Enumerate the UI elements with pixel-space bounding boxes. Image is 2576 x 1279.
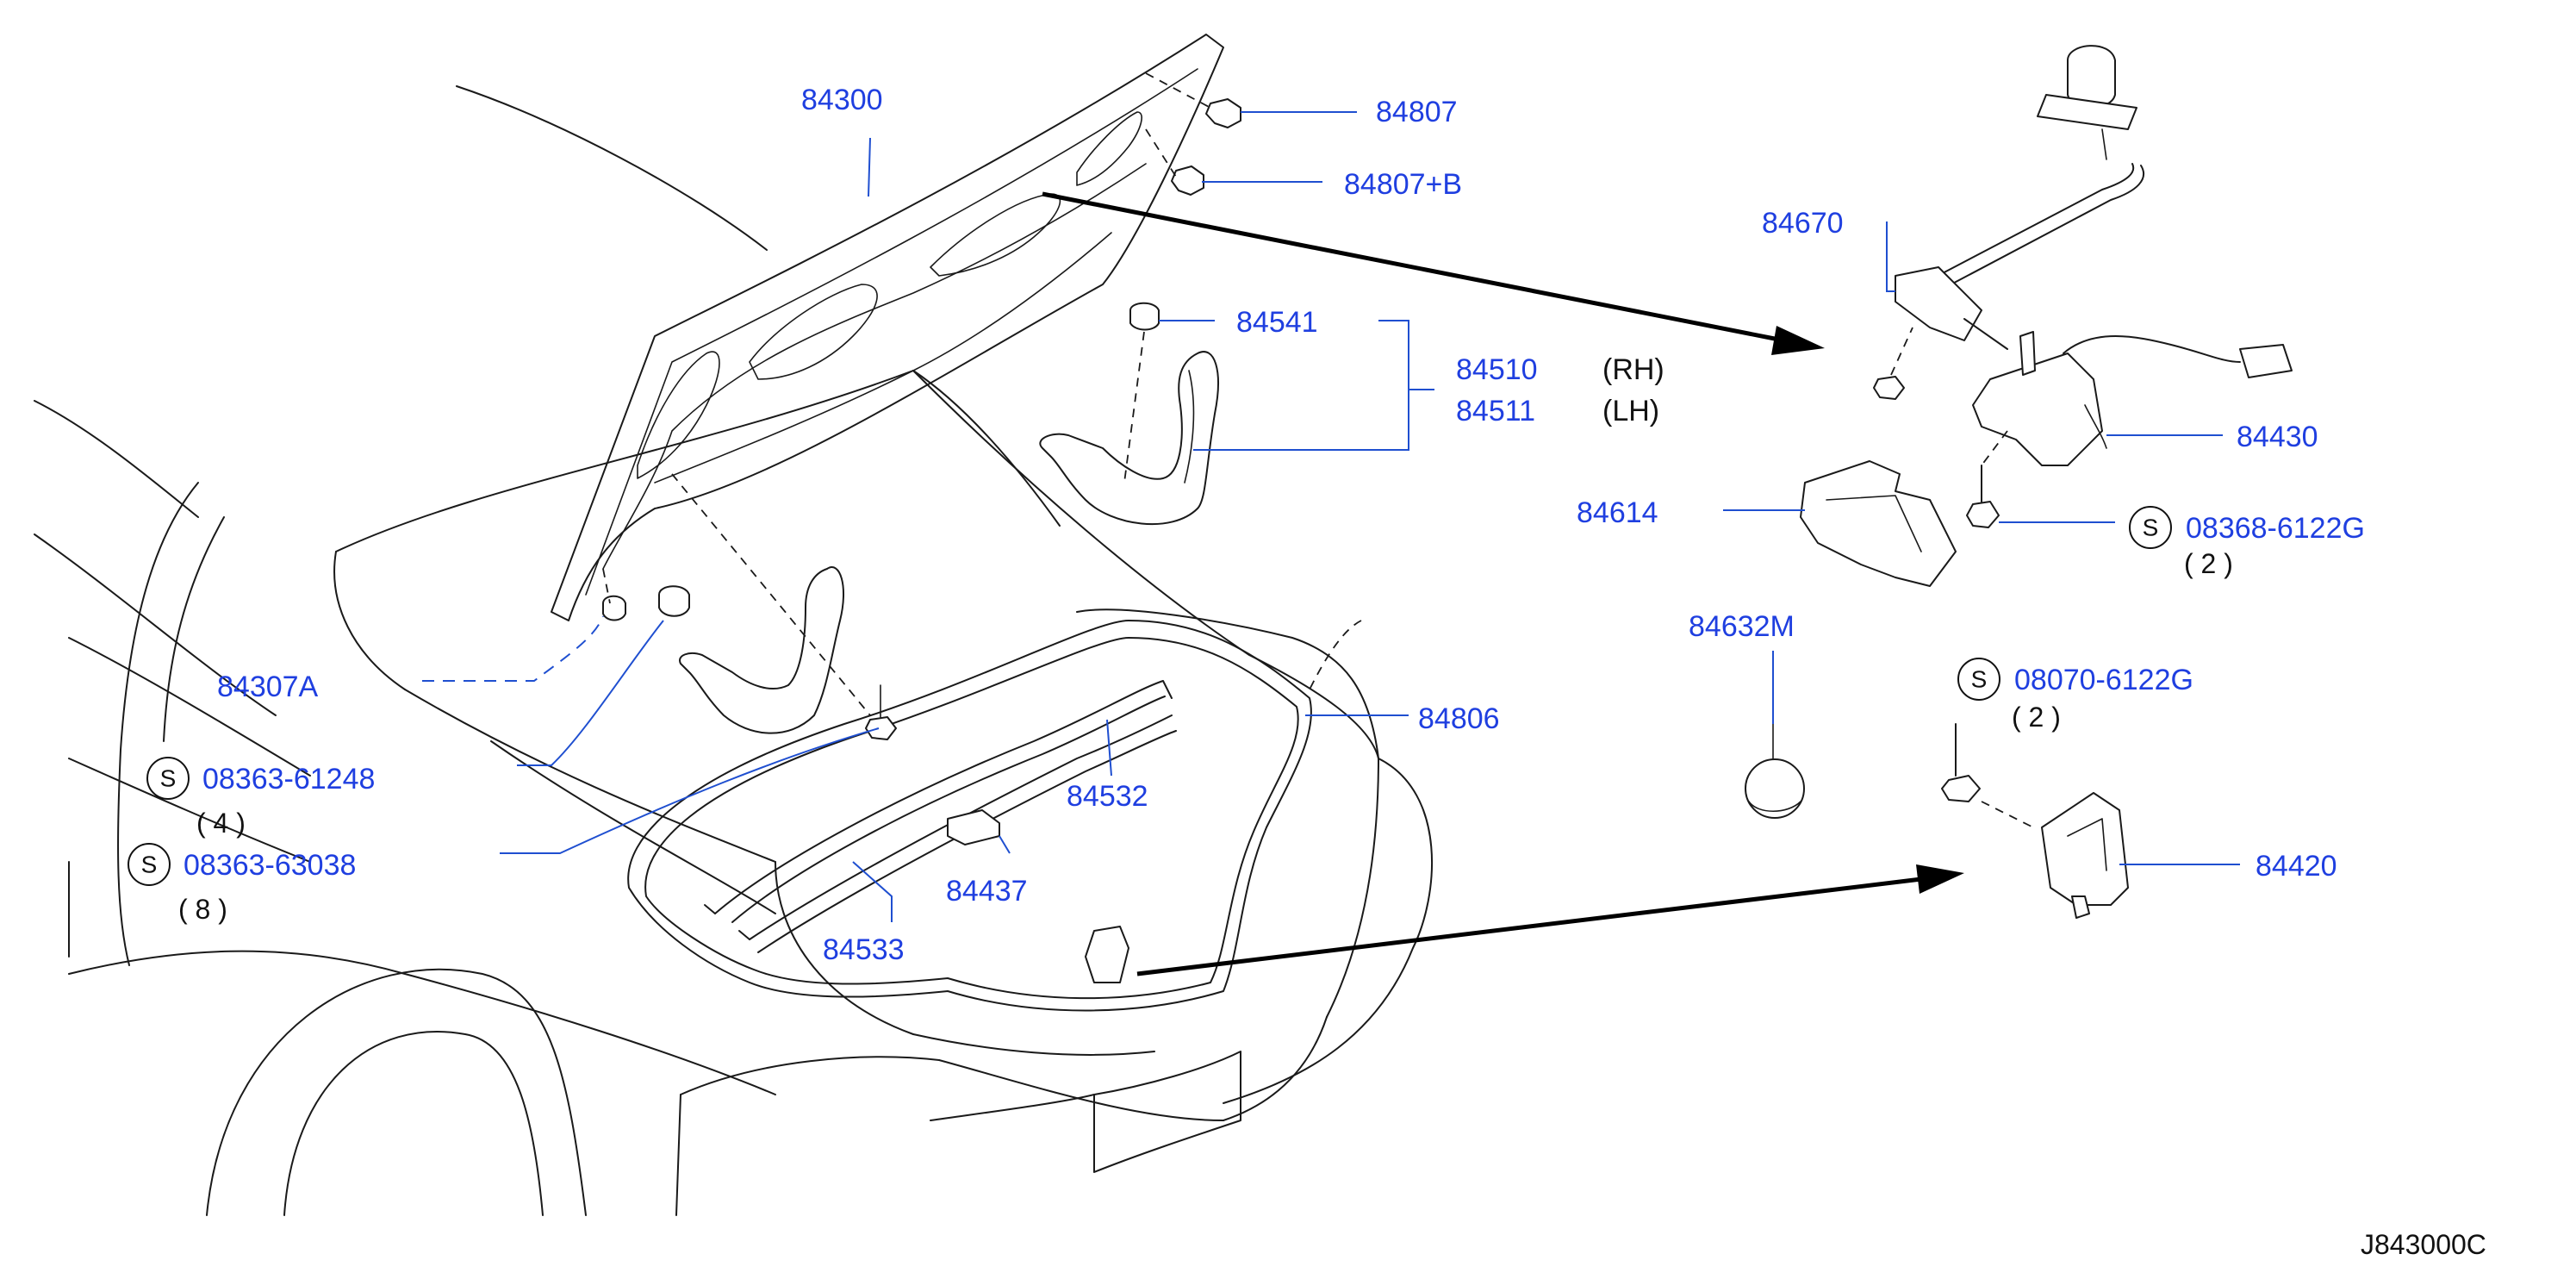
torsion-bar-84532: [704, 680, 1173, 923]
bolt-callout-08363-61248: S 08363-61248 ( 4 ): [146, 757, 375, 839]
torsion-bar-84533: [738, 714, 1177, 953]
callout-84300: 84300: [801, 84, 883, 116]
lock-cover: [1800, 460, 1957, 587]
bolt-callout-08070-6122g: S 08070-6122G ( 2 ): [1957, 658, 2193, 733]
leader-lines: [422, 111, 2240, 922]
callout-84511: 84511: [1456, 395, 1535, 427]
stopper-84541: [1129, 302, 1160, 331]
plug-84632m: [1745, 723, 1805, 819]
opener-rod: [1895, 163, 2145, 350]
clip-84307a: [602, 595, 626, 621]
trunk-striker: [2041, 792, 2129, 919]
striker-mount: [1085, 926, 1129, 983]
label-rh: (RH): [1602, 353, 1664, 386]
lid-bumper-84807b: [1171, 165, 1204, 196]
callout-84307a: 84307A: [217, 671, 319, 703]
callout-84533: 84533: [823, 933, 905, 966]
bolt-08368: [1966, 430, 2008, 528]
callout-84510: 84510: [1456, 353, 1538, 386]
clip-84437: [947, 809, 1000, 845]
callout-84806: 84806: [1418, 702, 1500, 735]
bolt-callout-08368-6122g: S 08368-6122G ( 2 ): [2129, 506, 2365, 579]
callout-84420: 84420: [2256, 850, 2337, 883]
bolt-part-number: 08368-6122G: [2186, 512, 2365, 545]
trunk-hinge-rh: [1039, 351, 1219, 526]
callout-labels: 84300 84807 84807+B 84541 84510 84511 (R…: [217, 84, 2337, 966]
bolt-quantity: ( 4 ): [196, 808, 246, 839]
lid-bumper-84807: [1205, 98, 1241, 128]
diagram-reference-code: J843000C: [2361, 1229, 2486, 1260]
bolt-callout-08363-63038: S 08363-63038 ( 8 ): [128, 843, 356, 925]
callout-84632m: 84632M: [1689, 610, 1795, 643]
detail-arrow-lock: [1042, 191, 1825, 355]
callout-84807: 84807: [1376, 96, 1458, 128]
bolt-quantity: ( 2 ): [2184, 548, 2233, 579]
label-lh: (LH): [1602, 395, 1659, 427]
bolt-part-number: 08070-6122G: [2014, 664, 2193, 696]
callout-84670: 84670: [1762, 207, 1844, 240]
callout-84437: 84437: [946, 875, 1028, 908]
callout-84807b: 84807+B: [1344, 168, 1462, 201]
key-cylinder: [2037, 45, 2137, 160]
s-symbol-icon: S: [2143, 515, 2159, 541]
trunk-hinge-lh: [679, 566, 845, 734]
s-symbol-icon: S: [160, 765, 177, 792]
detail-arrow-striker: [1136, 864, 1964, 976]
trunk-lock: [1972, 331, 2293, 466]
bolt-part-number: 08363-61248: [202, 763, 375, 795]
callout-84614: 84614: [1577, 496, 1658, 529]
bolt-left: [865, 684, 897, 740]
s-symbol-icon: S: [141, 852, 158, 878]
bolt-08070: [1941, 723, 2034, 828]
bolt-84670: [1873, 327, 1913, 400]
bolt-part-number: 08363-63038: [184, 849, 356, 882]
bolt-quantity: ( 2 ): [2012, 702, 2061, 733]
bumper-rubber: [658, 585, 690, 617]
callout-84541: 84541: [1236, 306, 1318, 339]
callout-84430: 84430: [2237, 421, 2318, 453]
bolt-quantity: ( 8 ): [178, 894, 227, 925]
trunk-lid: [551, 34, 1224, 621]
vehicle-body-outline: [34, 85, 1433, 1216]
s-symbol-icon: S: [1971, 666, 1988, 693]
assembly-dash-lines: [602, 72, 1362, 716]
callout-84532: 84532: [1067, 780, 1148, 813]
